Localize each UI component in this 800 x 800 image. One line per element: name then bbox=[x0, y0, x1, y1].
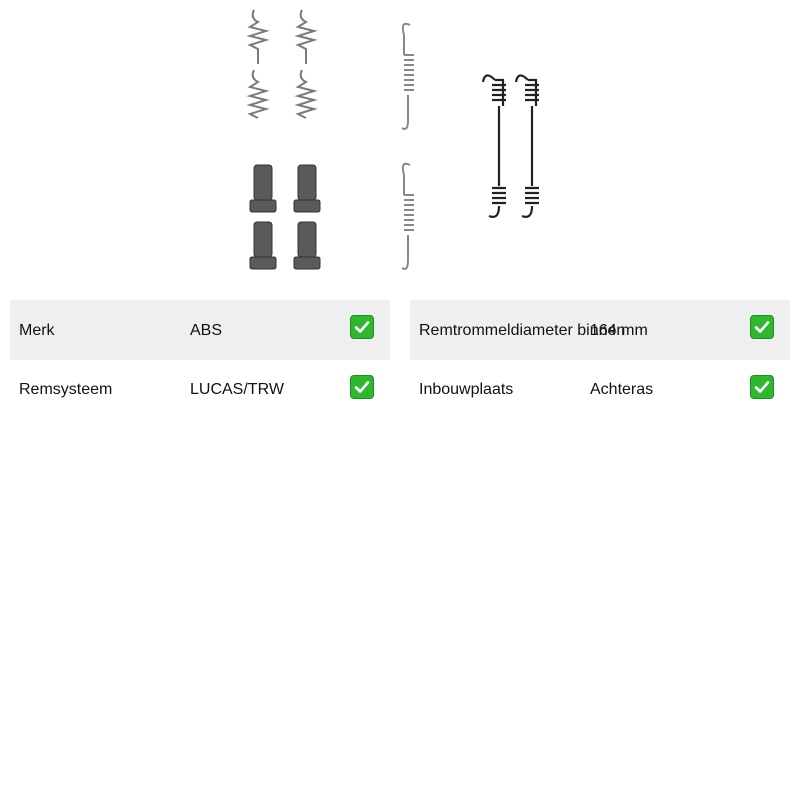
pin bbox=[293, 164, 321, 213]
spec-label: Inbouwplaats bbox=[419, 381, 514, 398]
retainer-spring bbox=[246, 69, 270, 119]
spec-value: 164 mm bbox=[590, 322, 648, 339]
shoe-spring bbox=[481, 74, 506, 218]
spec-label: Remtrommeldiameter binnen bbox=[419, 322, 626, 339]
retainer-spring bbox=[246, 9, 270, 64]
spec-label: Remsysteem bbox=[19, 381, 113, 398]
spec-table-left: Merk ABS Remsysteem LUCAS/TRW bbox=[10, 300, 390, 420]
spec-label: Merk bbox=[19, 322, 55, 339]
spec-row: Remsysteem LUCAS/TRW bbox=[10, 360, 390, 420]
shoe-spring bbox=[514, 74, 539, 218]
product-image bbox=[246, 9, 539, 270]
check-icon bbox=[350, 315, 374, 339]
return-spring bbox=[401, 22, 414, 130]
check-icon bbox=[350, 375, 374, 399]
spec-table-right: Remtrommeldiameter binnen 164 mm Inbouwp… bbox=[410, 300, 790, 420]
spec-row: Remtrommeldiameter binnen 164 mm bbox=[410, 300, 790, 360]
spec-value: Achteras bbox=[590, 381, 654, 398]
spec-row: Inbouwplaats Achteras bbox=[410, 360, 790, 420]
return-spring bbox=[401, 162, 414, 270]
pin bbox=[293, 221, 321, 270]
pin bbox=[249, 221, 277, 270]
retainer-spring bbox=[294, 9, 318, 64]
check-icon bbox=[750, 315, 774, 339]
spec-row: Merk ABS bbox=[10, 300, 390, 360]
spec-value: LUCAS/TRW bbox=[190, 381, 284, 398]
retainer-spring bbox=[294, 69, 318, 119]
spec-value: ABS bbox=[190, 322, 223, 339]
pin bbox=[249, 164, 277, 213]
check-icon bbox=[750, 375, 774, 399]
